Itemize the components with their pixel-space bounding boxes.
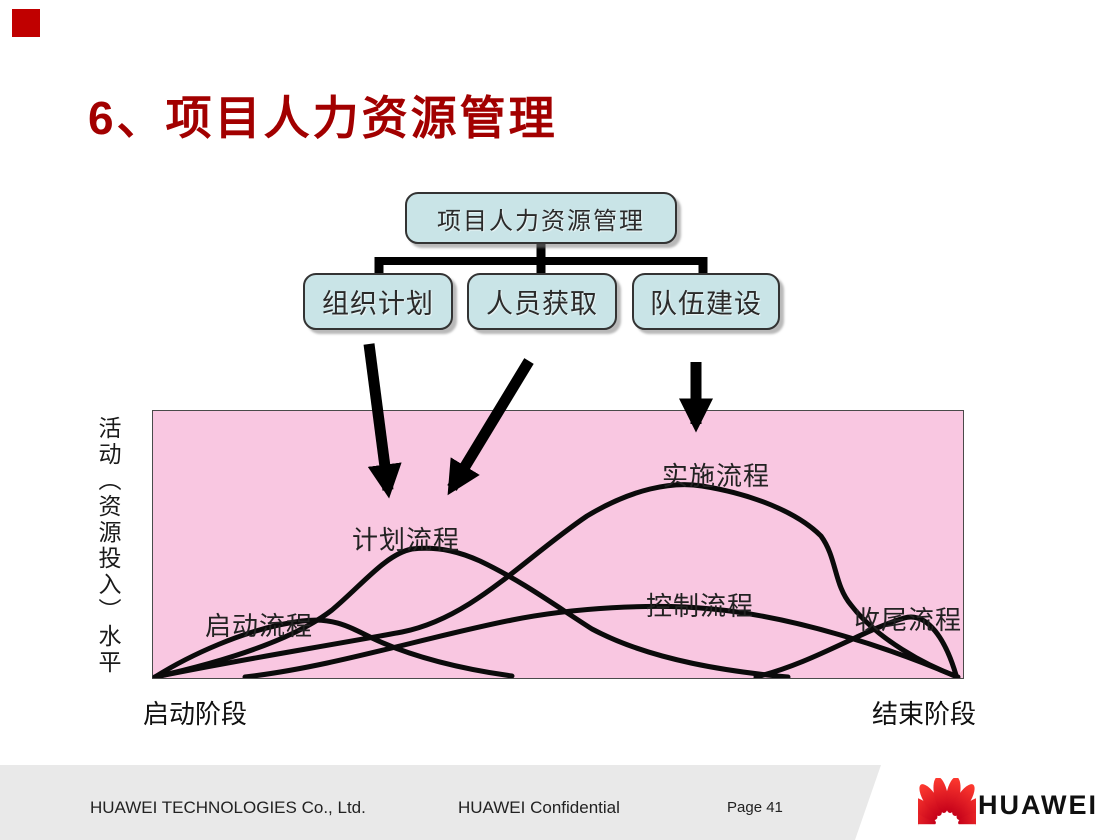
huawei-flower-icon	[918, 778, 976, 830]
org-node-root: 项目人力资源管理	[405, 192, 677, 244]
curve-label-closing: 收尾流程	[854, 606, 963, 635]
x-axis-label-start-phase: 启动阶段	[143, 700, 248, 729]
accent-square	[12, 9, 40, 37]
curve-planning	[152, 545, 791, 678]
footer-confidential-text: HUAWEI Confidential	[458, 798, 620, 817]
huawei-logo: HUAWEI	[912, 774, 1112, 834]
page-title: 6、项目人力资源管理	[88, 92, 558, 144]
curve-executing	[152, 482, 961, 678]
huawei-wordmark: HUAWEI	[978, 790, 1098, 820]
curve-closing	[753, 614, 959, 678]
x-axis-label-end-phase: 结束阶段	[872, 700, 977, 729]
footer-page-number: Page 41	[727, 799, 783, 816]
footer-company-text: HUAWEI TECHNOLOGIES Co., Ltd.	[90, 798, 366, 817]
curve-initiating	[152, 617, 515, 678]
org-node-organization-planning: 组织计划	[303, 273, 453, 330]
org-node-team-development: 队伍建设	[632, 273, 780, 330]
curve-label-controlling: 控制流程	[646, 592, 755, 621]
curve-label-planning: 计划流程	[352, 526, 461, 555]
curve-label-initiating: 启动流程	[205, 612, 314, 641]
curve-controlling	[242, 603, 958, 678]
org-node-staff-acquisition: 人员获取	[467, 273, 617, 330]
footer-band	[0, 765, 881, 840]
process-curves	[152, 482, 961, 678]
curve-label-executing: 实施流程	[662, 462, 771, 491]
y-axis-label: 活动（资源投入）水平	[95, 416, 120, 676]
